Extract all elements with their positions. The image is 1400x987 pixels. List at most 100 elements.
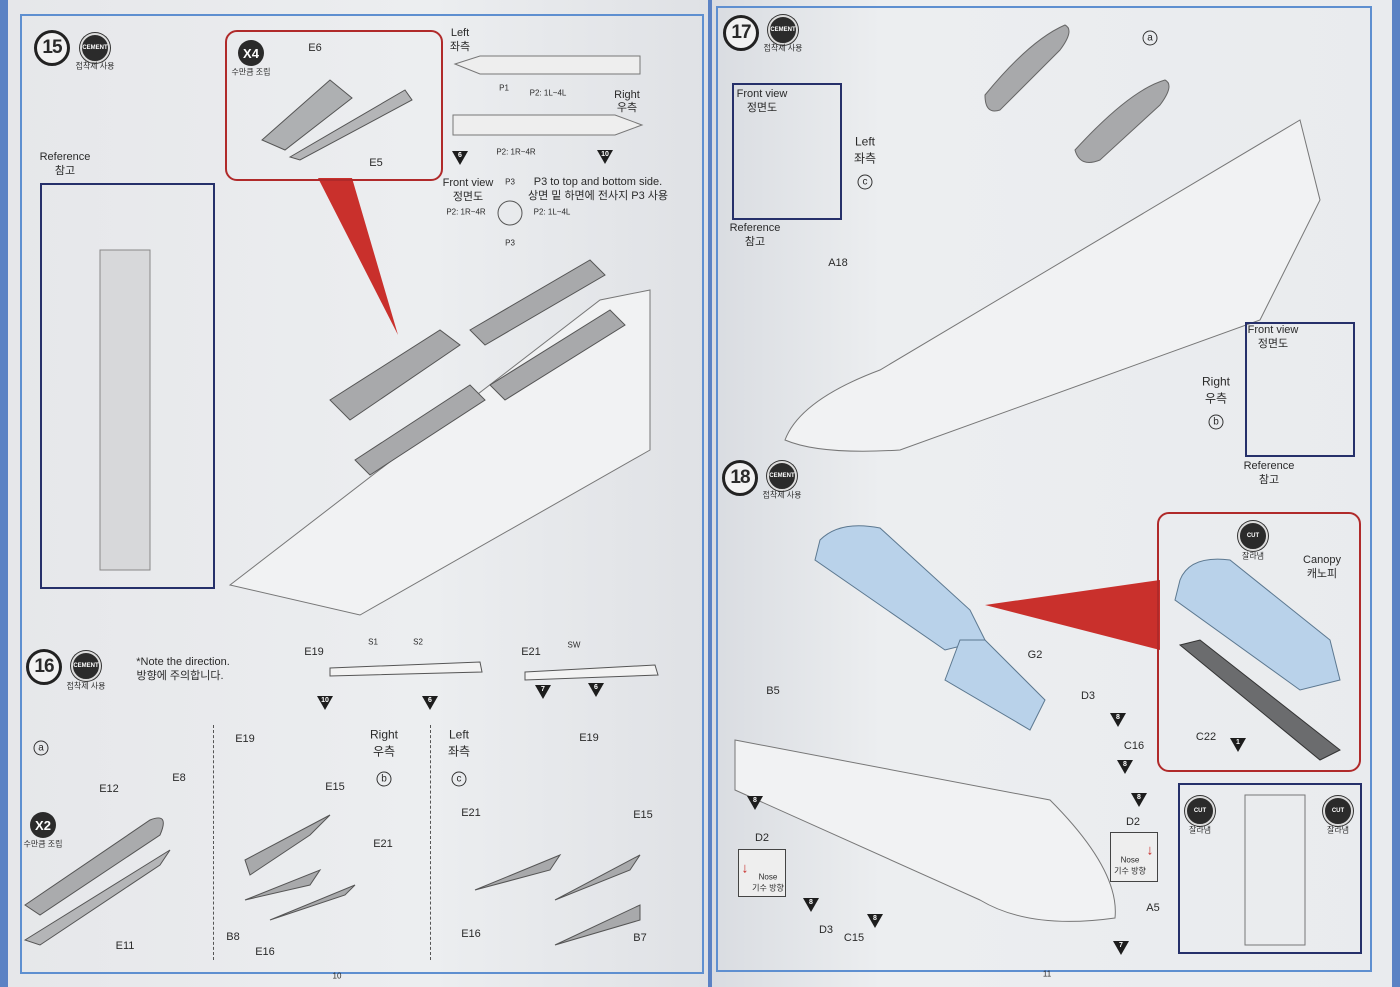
part-label: D2 — [1125, 815, 1141, 828]
cement-label: 접착제 사용 — [762, 490, 802, 500]
decal-missile-right — [452, 114, 644, 136]
callout-pointer — [318, 178, 398, 335]
arrow-down-icon: ↓ — [741, 859, 749, 876]
front-view-diagram — [497, 200, 523, 226]
front-view-title: Front view — [736, 87, 788, 100]
front-view-left: P2: 1R~4R — [446, 207, 486, 217]
part-label: E16 — [255, 945, 275, 958]
part-label: A18 — [828, 256, 848, 269]
sub-tag-a: a — [1142, 30, 1158, 46]
divider — [430, 725, 431, 960]
left-title-ko: 좌측 — [853, 151, 877, 166]
cut-view-drawing — [1244, 794, 1306, 946]
nose-label-ko: 기수 방향 — [1114, 866, 1146, 876]
step15-callout-box — [225, 30, 443, 181]
reference-title-ko: 참고 — [1258, 473, 1280, 486]
part-label: E19 — [235, 732, 255, 745]
part-label: E16 — [461, 927, 481, 940]
sub-tag-b: b — [376, 771, 392, 787]
canopy-callout-drawing — [1174, 558, 1341, 691]
part-label: E21 — [373, 837, 393, 850]
pylons-16 — [244, 814, 641, 946]
right-title: Right — [1201, 374, 1231, 389]
front-view-title: Front view — [442, 176, 494, 189]
part-label: E6 — [308, 41, 322, 54]
part-label: C16 — [1123, 739, 1145, 752]
sub-b-title-ko: 우측 — [372, 744, 396, 759]
front-view-box-right — [1245, 322, 1355, 457]
cut-icon: CUT — [1323, 796, 1353, 826]
cut-label: 잘라냄 — [1188, 825, 1212, 835]
page-number: 10 — [332, 971, 342, 981]
decal-right-title-ko: 우측 — [616, 101, 638, 114]
step-number-17: 17 — [723, 15, 759, 51]
quantity-badge: X4 — [238, 40, 264, 66]
canopy-label: Canopy — [1303, 553, 1341, 566]
arrow-down-icon: ↓ — [1146, 841, 1154, 858]
reference-title-ko: 참고 — [54, 164, 76, 177]
reference-title: Reference — [729, 221, 781, 234]
part-label: B7 — [633, 931, 647, 944]
missile-e21-decal — [524, 664, 659, 681]
part-label: E19 — [304, 645, 324, 658]
cut-icon: CUT — [1185, 796, 1215, 826]
step-number-18: 18 — [722, 460, 758, 496]
cement-label: 접착제 사용 — [75, 61, 115, 71]
callout-pointer-18 — [985, 580, 1160, 650]
pod-e11 — [23, 849, 171, 946]
reference-title: Reference — [1243, 459, 1295, 472]
front-view-title-ko: 정면도 — [746, 101, 778, 114]
canopy-drawing — [814, 525, 986, 651]
step-number-15: 15 — [34, 30, 70, 66]
cut-view-box — [1178, 783, 1362, 954]
part-label: D2 — [754, 831, 770, 844]
sub-b-title: Right — [369, 727, 399, 742]
page-number: 11 — [1042, 969, 1052, 979]
decal-right-title: Right — [614, 88, 640, 101]
quantity-label: 수만큼 조립 — [23, 839, 63, 849]
windscreen-g2 — [944, 639, 1046, 731]
sub-tag-b: b — [1208, 414, 1224, 430]
quantity-badge: X2 — [30, 812, 56, 838]
right-title-ko: 우측 — [1204, 391, 1228, 406]
missile-part-e6 — [261, 79, 353, 151]
cement-label: 접착제 사용 — [66, 681, 106, 691]
sub-c-title: Left — [448, 727, 470, 742]
sub-tag-a: a — [33, 740, 49, 756]
sub-c-title-ko: 좌측 — [447, 744, 471, 759]
front-view-top: P3 — [505, 177, 515, 187]
cement-icon: CEMENT — [71, 651, 101, 681]
sub-tag-c: c — [451, 771, 467, 787]
part-label: A5 — [1146, 901, 1160, 914]
missile-e19-decal — [329, 661, 483, 677]
cut-icon: CUT — [1238, 521, 1268, 551]
nose-label-ko: 기수 방향 — [752, 883, 784, 893]
direction-note-ko: 방향에 주의합니다. — [136, 669, 224, 682]
reference-title: Reference — [39, 150, 91, 163]
decal-left-title-ko: 좌측 — [449, 40, 471, 53]
cement-label: 접착제 사용 — [763, 43, 803, 53]
aircraft-drawing-17 — [784, 119, 1321, 452]
part-label: E8 — [172, 771, 186, 784]
canopy-frame-c22 — [1178, 639, 1341, 761]
cement-icon: CEMENT — [80, 33, 110, 63]
part-label: E11 — [115, 939, 135, 952]
sub-tag-c: c — [857, 174, 873, 190]
missile-part-e5 — [288, 89, 413, 161]
part-label: B5 — [766, 684, 780, 697]
aircraft-nose-18 — [734, 739, 1116, 922]
nose-label: Nose — [758, 872, 778, 882]
front-view-title: Front view — [1247, 323, 1299, 336]
part-label: E12 — [99, 782, 119, 795]
part-label: E21 — [461, 806, 481, 819]
decal-p1: P1 — [499, 83, 509, 93]
reference-box — [40, 183, 215, 589]
decal-note-ko: 상면 밑 하면에 전사지 P3 사용 — [527, 189, 669, 202]
reference-drawing — [99, 249, 151, 571]
cement-icon: CEMENT — [768, 15, 798, 45]
front-view-bottom: P3 — [505, 238, 515, 248]
decal-missile-left — [453, 55, 641, 75]
pod-e12 — [24, 817, 164, 916]
nose-label: Nose — [1120, 855, 1140, 865]
